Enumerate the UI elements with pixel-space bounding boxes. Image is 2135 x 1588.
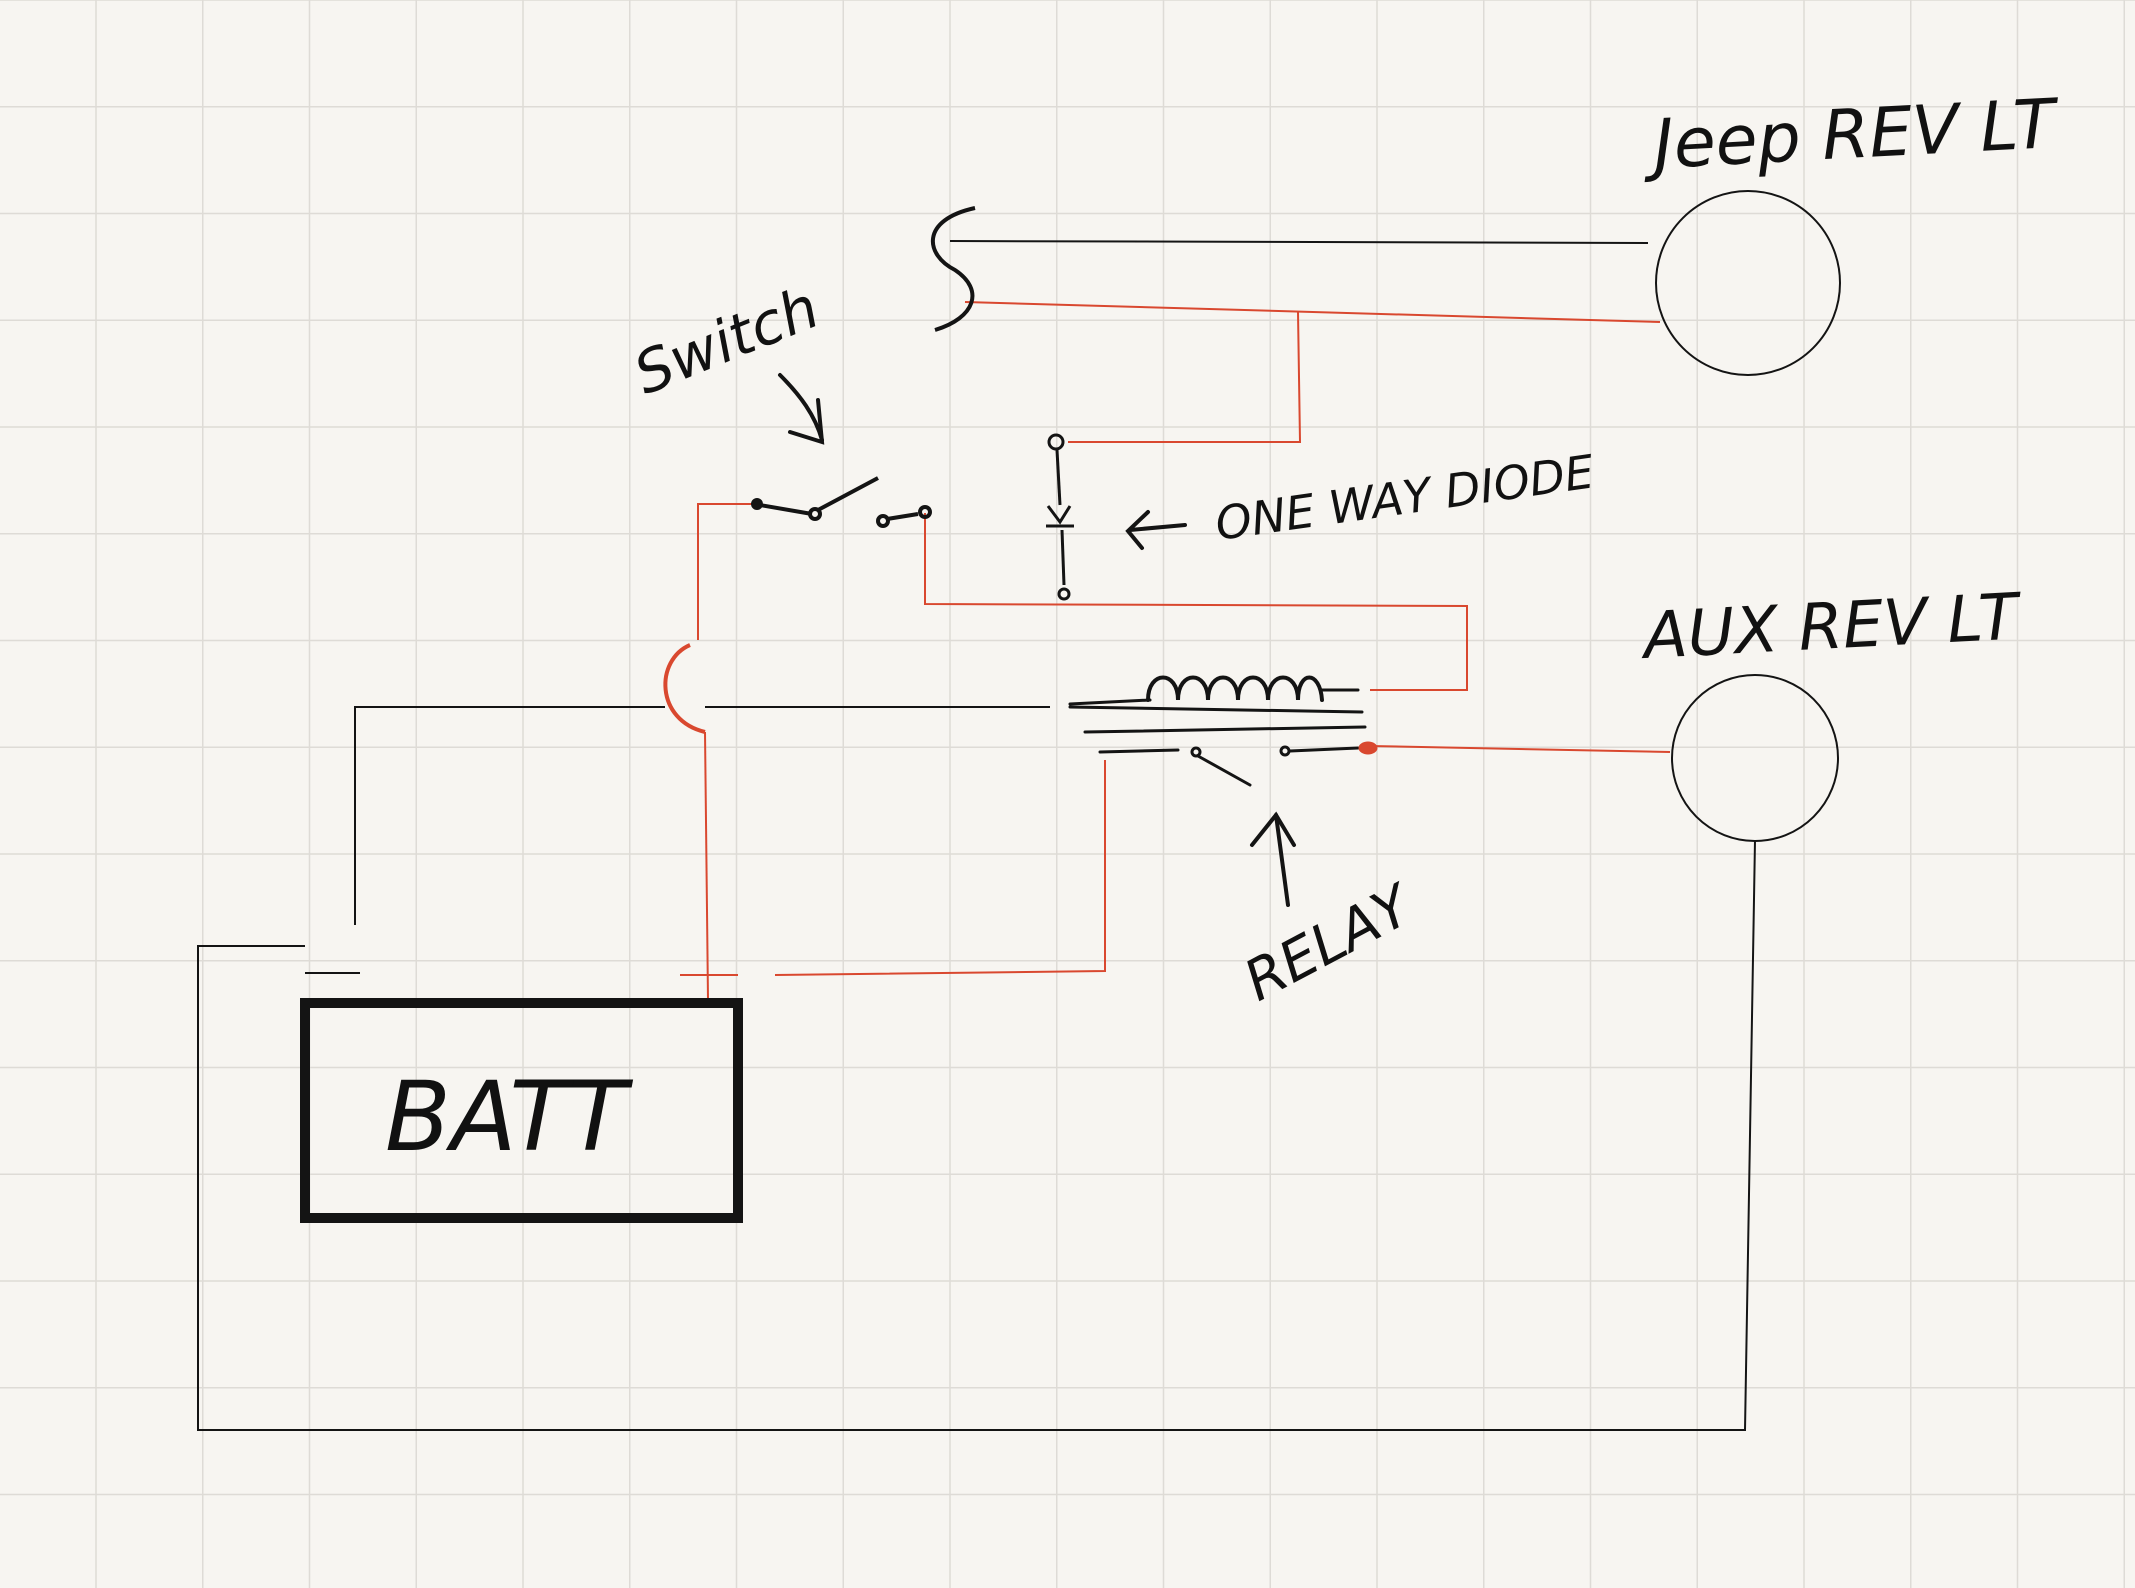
toggle-switch [751,476,932,528]
red-wires [663,301,1671,1001]
relay-to-aux-light-wire [1369,745,1671,753]
diode-feed-wire [1068,311,1302,443]
relay-label: RELAY [1234,872,1425,1015]
relay-coil [1146,675,1324,702]
aux-reverse-light [1671,674,1839,842]
switch-pivot [808,507,822,521]
relay-contact-arm [1196,754,1252,787]
battery-negative-wire [354,706,665,925]
relay-coil-lead [1068,698,1152,706]
relay-contact-lead-left [1098,748,1180,754]
switch-terminal-right [918,505,932,519]
battery-to-relay-wire [774,760,1106,976]
jeep-light-label: Jeep REV LT [1640,85,2062,186]
switch-arrow [778,373,825,445]
relay-core-line-2 [1083,725,1367,734]
diode-arrowhead [1046,505,1072,525]
switch-contact [876,514,890,528]
switch-lever [817,476,879,512]
battery-label: BATT [385,1061,633,1173]
connector-symbol [931,206,976,332]
switch-to-battery-wire [704,731,709,1001]
one-way-diode [1046,433,1074,601]
relay-output-terminal [1358,741,1378,755]
relay-contact-pivot [1190,746,1202,758]
switch-input-wire [697,503,757,640]
jeep-light-black-wire [949,240,1649,244]
ground-return-wire [197,839,1756,1431]
diode-terminal-top [1047,433,1065,451]
aux-light-label: AUX REV LT [1638,580,2025,674]
battery-box [300,998,743,1223]
switch-output-wire [924,513,1468,691]
switch-label: Switch [625,273,828,408]
relay [1068,675,1378,787]
relay-arrow [1250,811,1296,907]
relay-contact-fixed [1279,745,1291,757]
diode-terminal-bottom [1057,587,1071,601]
jeep-reverse-light [1655,190,1841,376]
black-wires [197,240,1756,1431]
relay-core-line-1 [1068,705,1364,714]
diode-arrow [1125,510,1187,550]
wire-crossover-hop [663,643,706,734]
jeep-light-red-wire [964,301,1661,323]
